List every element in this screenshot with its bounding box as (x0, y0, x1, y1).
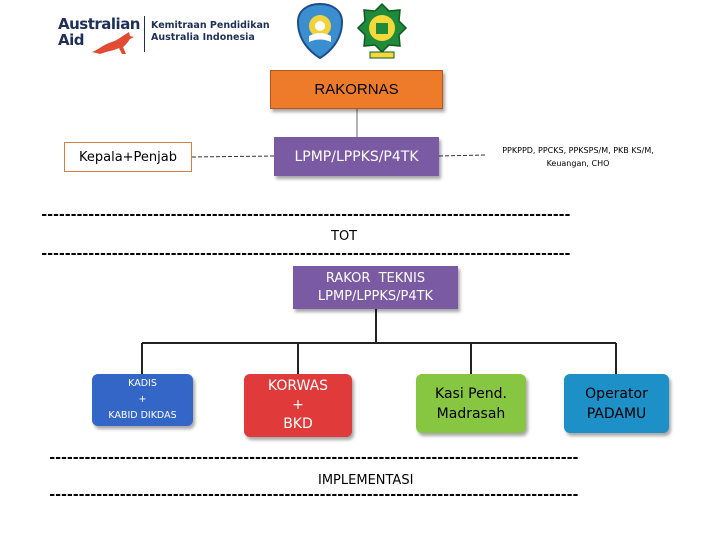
operator-line1: Operator (585, 385, 648, 402)
kepala-penjab-label: Kepala+Penjab (78, 149, 177, 165)
kadis-line1: KADIS (128, 378, 157, 389)
korwas-line1: KORWAS (267, 378, 329, 394)
korwas-box: KORWAS + BKD (244, 374, 352, 437)
australian-aid-logo: Australian Aid (58, 15, 141, 56)
implementasi-top-dashes: ----------------------------------------… (48, 451, 580, 465)
rakor-teknis-line2: LPMP/LPPKS/P4TK (317, 288, 434, 304)
kadis-line2: + (138, 394, 147, 405)
tot-bottom-dashes: ----------------------------------------… (40, 247, 572, 261)
kadis-box: KADIS + KABID DIKDAS (92, 374, 193, 426)
kepala-penjab-box: Kepala+Penjab (64, 142, 192, 172)
korwas-line3: BKD (283, 416, 313, 432)
australian-aid-line1: Australian (58, 15, 141, 33)
ppk-note-label: PPKPPD, PPCKS, PPKSPS/M, PKB KS/M, Keuan… (502, 146, 654, 168)
operator-line2: PADAMU (586, 405, 647, 422)
rakornas-box: RAKORNAS (270, 70, 443, 109)
implementasi-bottom-dashes: ----------------------------------------… (48, 488, 580, 502)
tut-wuri-handayani-emblem (296, 2, 344, 60)
partnership-line1: Kemitraan Pendidikan (151, 20, 270, 31)
kasi-line1: Kasi Pend. (435, 385, 507, 402)
lpmp-box: LPMP/LPPKS/P4TK (274, 137, 439, 176)
korwas-line2: + (292, 397, 304, 413)
logo-divider (144, 16, 145, 52)
rakornas-label: RAKORNAS (314, 81, 399, 98)
kangaroo-icon (92, 32, 134, 54)
tot-top-dashes: ----------------------------------------… (40, 208, 572, 222)
ppk-note: PPKPPD, PPCKS, PPKSPS/M, PKB KS/M, Keuan… (480, 142, 676, 172)
kementerian-agama-emblem (356, 2, 408, 59)
operator-box: Operator PADAMU (564, 374, 669, 433)
rakor-teknis-line1: RAKOR TEKNIS (325, 270, 426, 286)
kasi-line2: Madrasah (436, 405, 506, 422)
ppk-dashed-line (438, 154, 487, 157)
kadis-line3: KABID DIKDAS (108, 410, 177, 421)
partnership-line2: Australia Indonesia (151, 32, 255, 43)
implementasi-label: IMPLEMENTASI (318, 473, 414, 488)
rakor-teknis-box: RAKOR TEKNIS LPMP/LPPKS/P4TK (293, 266, 458, 309)
kasi-box: Kasi Pend. Madrasah (416, 374, 526, 433)
australian-aid-line2: Aid (58, 31, 85, 49)
kepala-dashed-line (191, 155, 275, 158)
tot-label: TOT (331, 229, 358, 244)
lpmp-label: LPMP/LPPKS/P4TK (294, 148, 419, 165)
